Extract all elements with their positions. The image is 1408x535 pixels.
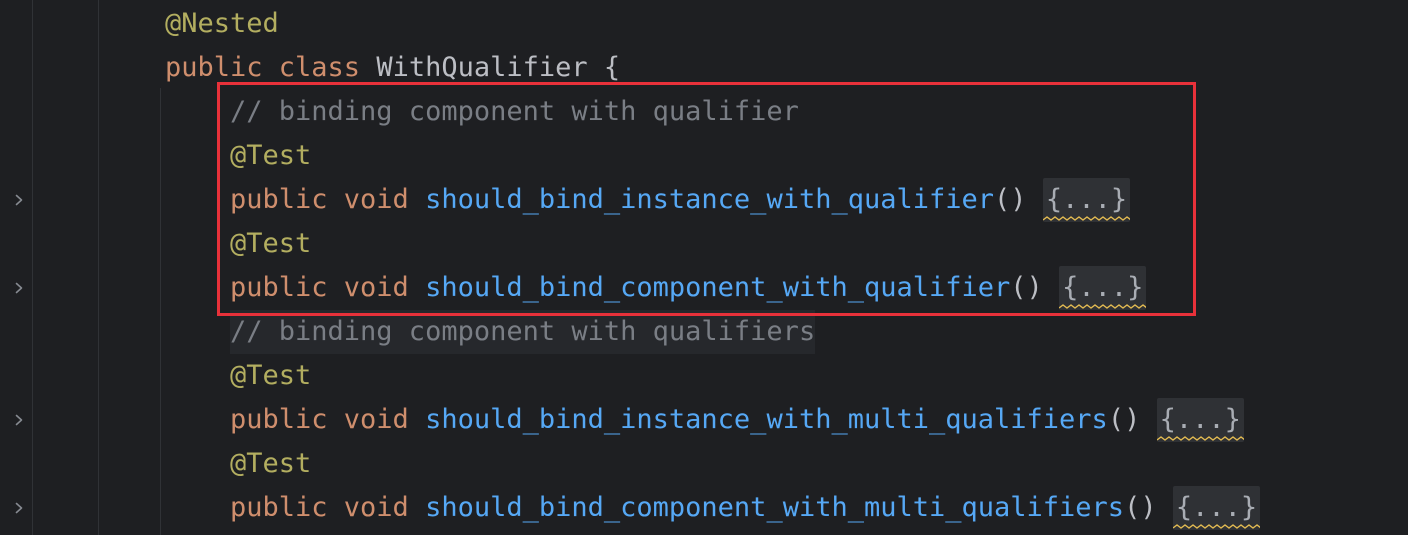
folded-code-block[interactable]: {...} <box>1042 178 1131 222</box>
gutter-divider-1 <box>32 0 33 535</box>
token-annotation: @Test <box>230 228 312 259</box>
code-line[interactable]: @Test <box>0 354 1408 398</box>
line-tokens: @Test <box>230 222 311 266</box>
editor-gutter <box>0 0 160 535</box>
code-line[interactable]: public void should_bind_component_with_q… <box>0 266 1408 310</box>
indent-guide <box>160 88 161 535</box>
line-tokens: @Test <box>230 354 311 398</box>
token-annotation: @Nested <box>165 8 279 39</box>
token-method: should_bind_component_with_multi_qualifi… <box>425 492 1125 523</box>
line-tokens: @Test <box>230 134 311 178</box>
gutter-divider-2 <box>98 0 99 535</box>
chevron-right-icon[interactable] <box>8 277 30 299</box>
code-line[interactable]: public class WithQualifier { <box>0 46 1408 90</box>
code-line[interactable]: @Test <box>0 442 1408 486</box>
folded-code-block[interactable]: {...} <box>1156 398 1244 442</box>
chevron-right-icon[interactable] <box>8 189 30 211</box>
token-annotation: @Test <box>230 140 312 171</box>
line-tokens: @Nested <box>165 2 279 46</box>
token-paren: () <box>994 184 1027 215</box>
token-paren: () <box>1124 492 1157 523</box>
token-type: WithQualifier <box>376 52 588 83</box>
line-tokens: public void should_bind_instance_with_qu… <box>230 178 1131 222</box>
folded-code-block[interactable]: {...} <box>1059 266 1147 310</box>
line-tokens: public void should_bind_component_with_q… <box>230 266 1147 310</box>
token-keyword: public void <box>230 184 426 215</box>
code-line[interactable]: public void should_bind_component_with_m… <box>0 486 1408 530</box>
token-annotation: @Test <box>230 448 312 479</box>
line-tokens: public class WithQualifier { <box>165 46 620 90</box>
token-method: should_bind_component_with_qualifier <box>425 272 1011 303</box>
token-paren: () <box>1010 272 1043 303</box>
line-tokens: public void should_bind_instance_with_mu… <box>230 398 1244 442</box>
token-method: should_bind_instance_with_multi_qualifie… <box>425 404 1108 435</box>
code-line[interactable]: // binding component with qualifiers <box>0 310 1408 354</box>
line-tokens: // binding component with qualifier <box>230 90 799 134</box>
code-line[interactable]: @Test <box>0 134 1408 178</box>
token-comment: // binding component with qualifiers <box>230 316 816 347</box>
code-line[interactable]: // binding component with qualifier <box>0 90 1408 134</box>
line-tokens: // binding component with qualifiers <box>230 310 816 354</box>
token-method: should_bind_instance_with_qualifier <box>425 184 995 215</box>
code-line[interactable]: @Test <box>0 222 1408 266</box>
code-line[interactable]: @Nested <box>0 2 1408 46</box>
code-line[interactable]: public void should_bind_instance_with_mu… <box>0 398 1408 442</box>
token-punct: { <box>587 52 621 83</box>
token-paren: () <box>1107 404 1141 435</box>
token-keyword: public void <box>230 404 426 435</box>
line-tokens: public void should_bind_component_with_m… <box>230 486 1261 530</box>
token-keyword: public void <box>230 272 426 303</box>
token-keyword: public void <box>230 492 426 523</box>
chevron-right-icon[interactable] <box>8 409 30 431</box>
line-tokens: @Test <box>230 442 311 486</box>
token-annotation: @Test <box>230 360 312 391</box>
token-comment: // binding component with qualifier <box>230 96 799 127</box>
code-line[interactable]: public void should_bind_instance_with_qu… <box>0 178 1408 222</box>
folded-code-block[interactable]: {...} <box>1172 486 1261 530</box>
token-keyword: public class <box>165 52 377 83</box>
chevron-right-icon[interactable] <box>8 497 30 519</box>
